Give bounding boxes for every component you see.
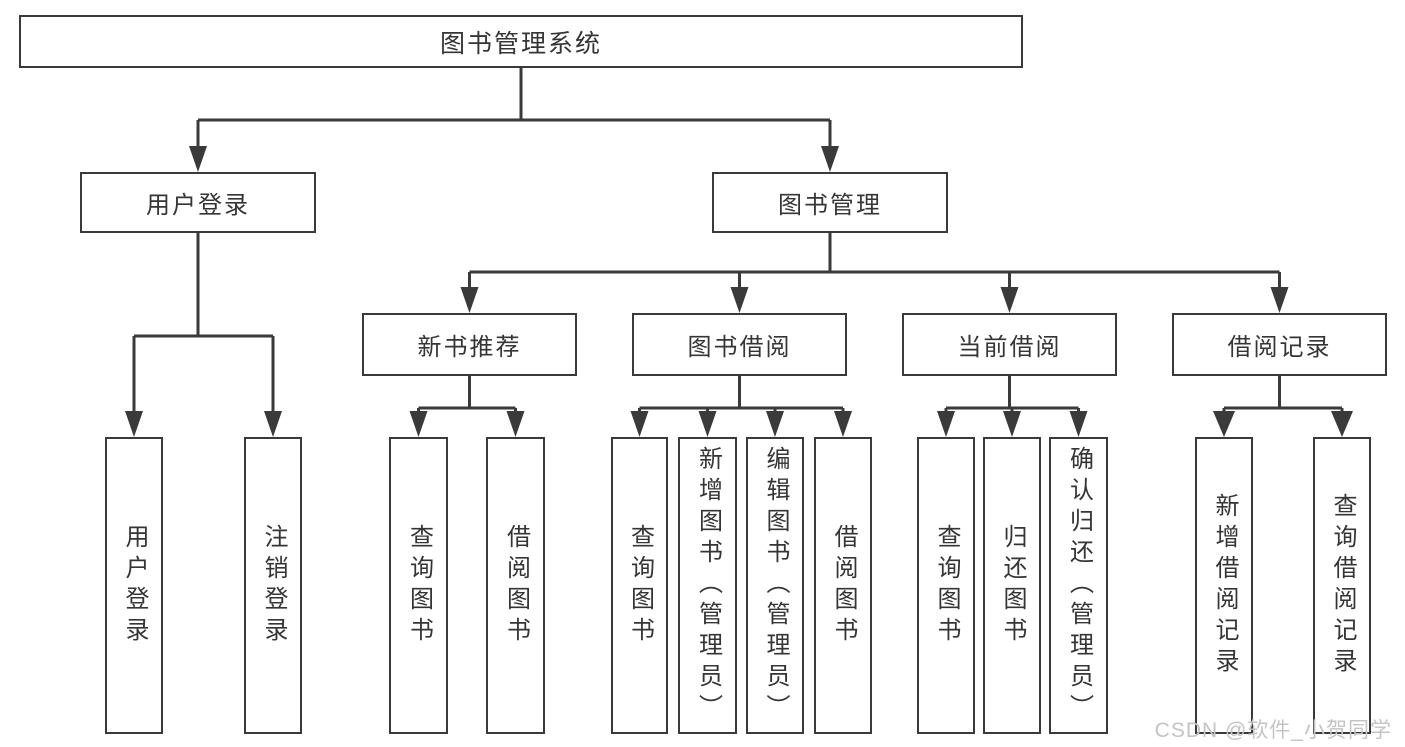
branch-user-login (125, 233, 282, 437)
node-leaf-recommend-query-book: 查询图书 (389, 437, 448, 734)
node-leaf-borrow-borrow-book: 借阅图书 (814, 437, 872, 734)
node-borrow-records: 借阅记录 (1172, 313, 1387, 376)
node-leaf-borrow-query-book: 查询图书 (611, 437, 668, 734)
node-leaf-borrow-edit-book: 编辑图书（管理员） (746, 437, 804, 734)
node-leaf-current-return-book-label: 归还图书 (999, 523, 1026, 648)
csdn-watermark: CSDN @软件_小贺同学 (1154, 719, 1392, 742)
node-book-borrow: 图书借阅 (632, 313, 847, 376)
node-leaf-user-login-label: 用户登录 (121, 523, 148, 648)
node-root-system-label: 图书管理系统 (439, 29, 602, 58)
branch-new-book-recommend (409, 376, 525, 437)
node-leaf-logout: 注销登录 (244, 437, 302, 734)
branch-book-management (460, 233, 1289, 313)
node-leaf-borrow-add-book: 新增图书（管理员） (678, 437, 737, 734)
node-leaf-current-return-book: 归还图书 (983, 437, 1041, 734)
node-user-login-group-label: 用户登录 (146, 192, 250, 219)
node-book-borrow-label: 图书借阅 (687, 334, 792, 361)
node-leaf-records-add-record: 新增借阅记录 (1195, 437, 1253, 734)
branch-current-borrow (937, 376, 1088, 437)
node-leaf-recommend-query-book-label: 查询图书 (405, 523, 433, 648)
branch-borrow-records (1213, 376, 1353, 437)
branch-book-borrow (630, 376, 852, 437)
node-leaf-recommend-borrow-book-label: 借阅图书 (502, 523, 530, 648)
node-borrow-records-label: 借阅记录 (1227, 334, 1332, 361)
node-leaf-borrow-add-book-label: 新增图书（管理员） (694, 446, 722, 725)
node-leaf-current-query-book: 查询图书 (917, 437, 975, 734)
node-new-book-recommend-label: 新书推荐 (417, 334, 522, 361)
node-leaf-records-query-record-label: 查询借阅记录 (1329, 492, 1356, 679)
node-leaf-borrow-borrow-book-label: 借阅图书 (830, 523, 857, 648)
node-leaf-records-add-record-label: 新增借阅记录 (1211, 492, 1238, 679)
node-leaf-logout-label: 注销登录 (260, 523, 287, 648)
branch-root (189, 68, 839, 172)
node-user-login-group: 用户登录 (80, 172, 316, 233)
node-leaf-current-query-book-label: 查询图书 (933, 523, 960, 648)
node-leaf-records-query-record: 查询借阅记录 (1313, 437, 1371, 734)
node-leaf-borrow-edit-book-label: 编辑图书（管理员） (762, 446, 789, 725)
node-new-book-recommend: 新书推荐 (362, 313, 577, 376)
node-current-borrow-label: 当前借阅 (957, 334, 1062, 361)
node-current-borrow: 当前借阅 (902, 313, 1117, 376)
node-leaf-current-confirm-return-label: 确认归还（管理员） (1065, 446, 1093, 725)
node-book-management: 图书管理 (712, 172, 948, 233)
node-leaf-user-login: 用户登录 (105, 437, 163, 734)
node-leaf-recommend-borrow-book: 借阅图书 (486, 437, 545, 734)
node-root-system: 图书管理系统 (19, 15, 1023, 68)
node-leaf-borrow-query-book-label: 查询图书 (626, 523, 654, 648)
node-leaf-current-confirm-return: 确认归还（管理员） (1049, 437, 1108, 734)
node-book-management-label: 图书管理 (778, 192, 882, 219)
